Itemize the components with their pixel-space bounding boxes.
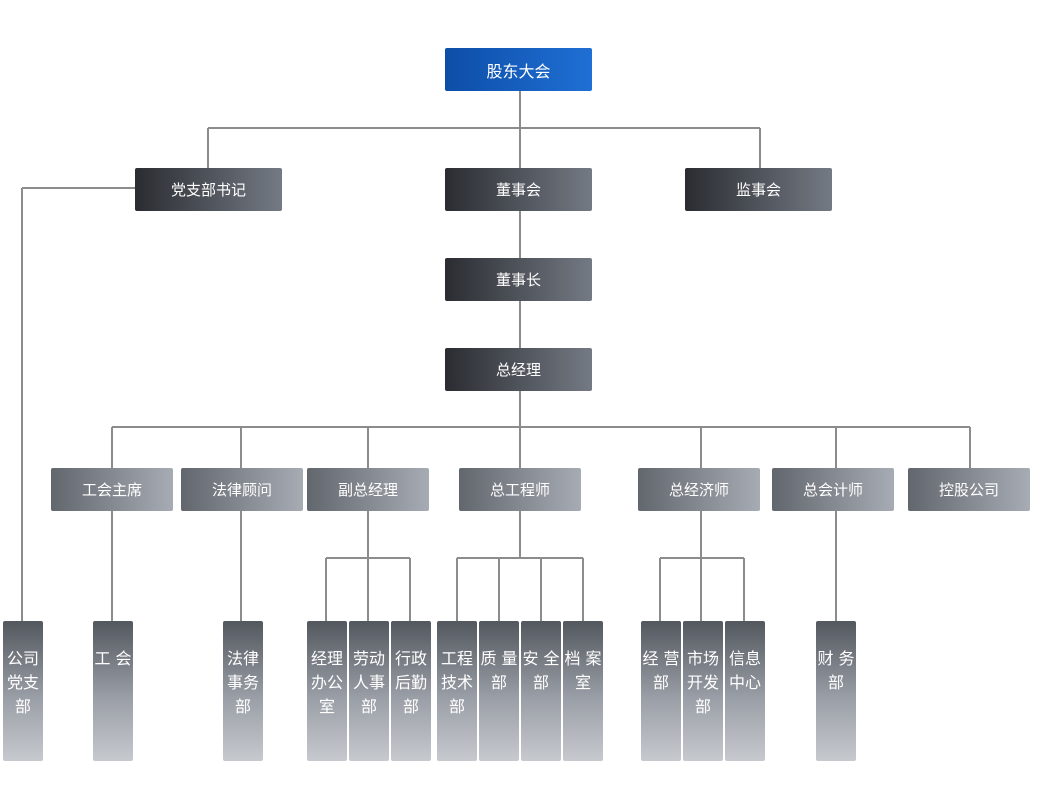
dept-label: 行政后勤部 — [394, 649, 427, 716]
dept-label: 公司党支部 — [6, 649, 39, 716]
dept-legal: 法律事务部 — [223, 621, 263, 761]
dept-market-development: 市场开发部 — [683, 621, 723, 761]
dept-party-branch: 公司党支部 — [3, 621, 43, 761]
dept-admin-logistics: 行政后勤部 — [391, 621, 431, 761]
dept-label: 工 会 — [94, 649, 132, 668]
deputy-gm-node: 副总经理 — [307, 468, 429, 511]
holding-company-node: 控股公司 — [908, 468, 1030, 511]
dept-archives: 档 案 室 — [563, 621, 603, 761]
legal-counsel-node: 法律顾问 — [181, 468, 303, 511]
dept-engineering-tech: 工程技术部 — [437, 621, 477, 761]
dept-label: 经理办公室 — [310, 649, 343, 716]
general-manager-node: 总经理 — [445, 348, 592, 391]
board-of-directors-node: 董事会 — [445, 168, 592, 211]
chairman-node: 董事长 — [445, 258, 592, 301]
shareholders-meeting-node: 股东大会 — [445, 48, 592, 91]
dept-label: 工程技术部 — [440, 649, 473, 716]
dept-manager-office: 经理办公室 — [307, 621, 347, 761]
dept-label: 质 量 部 — [480, 649, 518, 692]
dept-label: 劳动人事部 — [352, 649, 385, 716]
chief-engineer-node: 总工程师 — [459, 468, 581, 511]
dept-quality: 质 量 部 — [479, 621, 519, 761]
party-secretary-node: 党支部书记 — [135, 168, 282, 211]
dept-info-center: 信息中心 — [725, 621, 765, 761]
dept-label: 安 全 部 — [522, 649, 560, 692]
dept-label: 法律事务部 — [226, 649, 259, 716]
dept-label: 经 营 部 — [642, 649, 680, 692]
dept-operations: 经 营 部 — [641, 621, 681, 761]
dept-finance: 财 务 部 — [816, 621, 856, 761]
dept-label: 信息中心 — [728, 649, 761, 692]
dept-label: 财 务 部 — [817, 649, 855, 692]
board-of-supervisors-node: 监事会 — [685, 168, 832, 211]
dept-hr: 劳动人事部 — [349, 621, 389, 761]
dept-label: 档 案 室 — [564, 649, 602, 692]
union-chair-node: 工会主席 — [51, 468, 173, 511]
dept-safety: 安 全 部 — [521, 621, 561, 761]
dept-union: 工 会 — [93, 621, 133, 761]
chief-accountant-node: 总会计师 — [772, 468, 894, 511]
chief-economist-node: 总经济师 — [638, 468, 760, 511]
dept-label: 市场开发部 — [686, 649, 719, 716]
